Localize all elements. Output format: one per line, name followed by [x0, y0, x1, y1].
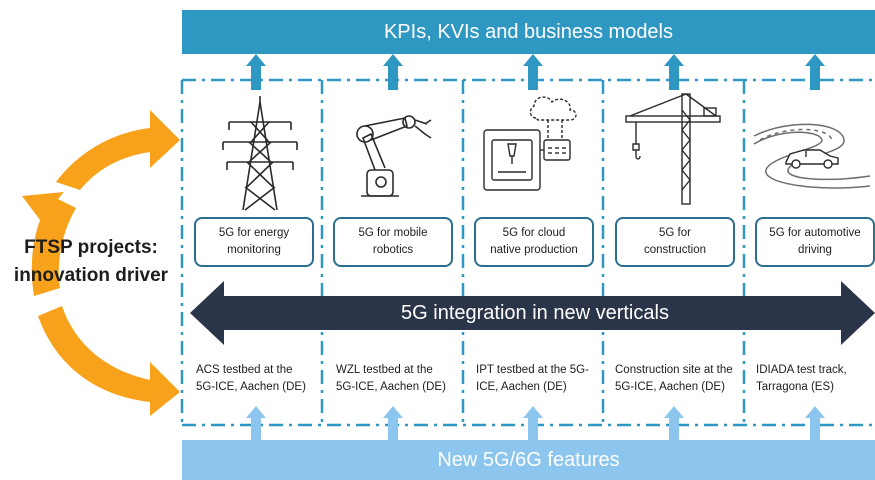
location-idiada: IDIADA test track, Tarragona (ES)	[756, 364, 847, 393]
power-pylon-icon	[222, 96, 298, 211]
innovation-cycle-icon	[22, 110, 180, 416]
integration-arrow-icon	[190, 281, 875, 345]
up-arrow-icon	[246, 54, 266, 90]
location-ipt: IPT testbed at the 5G- ICE, Aachen (DE)	[476, 364, 589, 393]
card-automotive-driving: 5G for automotive driving	[755, 217, 875, 267]
tower-crane-icon	[625, 93, 721, 205]
ftsp-title-line1: FTSP projects:	[24, 237, 158, 258]
card-mobile-robotics: 5G for mobile robotics	[333, 217, 453, 267]
up-arrow-icon	[383, 54, 403, 90]
location-construction-site: Construction site at the 5G-ICE, Aachen …	[615, 364, 733, 393]
card-energy-monitoring: 5G for energy monitoring	[194, 217, 314, 267]
up-arrow-icon	[664, 406, 684, 442]
card-label: 5G for construction	[643, 227, 706, 256]
card-cloud-native-production: 5G for cloud native production	[474, 217, 594, 267]
up-arrow-icon	[805, 406, 825, 442]
features-banner-label: New 5G/6G features	[437, 448, 620, 471]
up-arrow-icon	[523, 54, 543, 90]
card-label: 5G for cloud native production	[490, 227, 578, 256]
card-label: 5G for energy monitoring	[218, 227, 290, 256]
kpi-banner-label: KPIs, KVIs and business models	[383, 20, 674, 43]
up-arrow-icon	[246, 406, 266, 442]
card-label: 5G for automotive driving	[769, 227, 861, 256]
card-construction: 5G for construction	[615, 217, 735, 267]
up-arrow-icon	[664, 54, 684, 90]
ftsp-title: FTSP projects: innovation driver	[6, 234, 176, 290]
location-acs: ACS testbed at the 5G-ICE, Aachen (DE)	[196, 364, 306, 393]
kpi-banner: KPIs, KVIs and business models	[182, 10, 875, 54]
robot-arm-icon	[356, 115, 432, 197]
location-wzl: WZL testbed at the 5G-ICE, Aachen (DE)	[336, 364, 446, 393]
features-banner: New 5G/6G features	[182, 440, 875, 480]
up-arrow-icon	[523, 406, 543, 442]
cloud-machine-icon	[483, 96, 577, 191]
ftsp-title-line2: innovation driver	[13, 265, 169, 286]
card-label: 5G for mobile robotics	[358, 227, 428, 256]
integration-label: 5G integration in new verticals	[401, 301, 669, 324]
car-road-icon	[753, 123, 871, 189]
up-arrow-icon	[805, 54, 825, 90]
up-arrow-icon	[383, 406, 403, 442]
